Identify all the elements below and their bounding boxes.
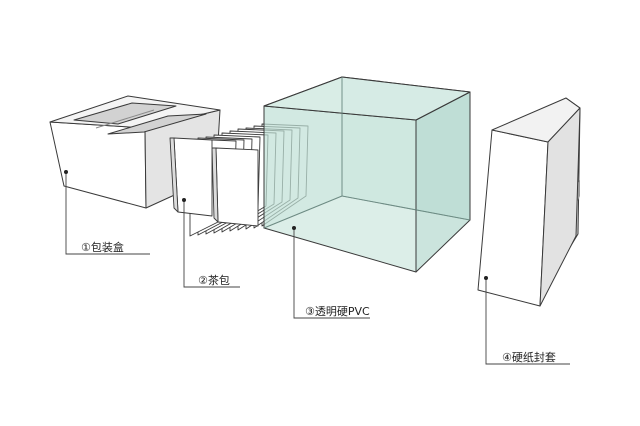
anchor-dot-tea xyxy=(182,198,186,202)
pvc-cube xyxy=(263,76,471,273)
label-pvc: ③透明硬PVC xyxy=(305,305,370,318)
anchor-dot-sleeve xyxy=(484,276,488,280)
paper-sleeve xyxy=(477,97,581,307)
label-paper-sleeve: ④硬纸封套 xyxy=(502,350,556,364)
leader-pvc xyxy=(293,228,370,319)
anchor-dot-pvc xyxy=(292,226,296,230)
packaging-box xyxy=(49,95,221,209)
leader-sleeve xyxy=(485,278,570,365)
leader-tea xyxy=(183,200,240,288)
label-packaging-box: ①包装盒 xyxy=(81,240,124,254)
anchor-dot-box xyxy=(64,170,68,174)
label-tea-bags: ②茶包 xyxy=(198,274,230,287)
leader-box xyxy=(65,172,150,255)
